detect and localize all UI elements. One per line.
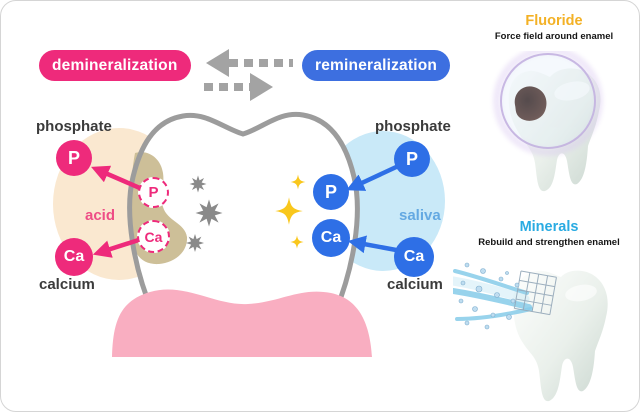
tooth-body [129,114,358,313]
gum [112,289,372,357]
minerals-tooth [512,270,608,402]
tooth-highlight [554,81,590,101]
minerals-tooth-illustration [453,262,608,402]
p-ion-dashed: P [138,177,169,208]
fluoride-subtitle: Force field around enamel [494,31,614,42]
minerals-header: Minerals Rebuild and strengthen enamel [459,219,639,248]
fluoride-header: Fluoride Force field around enamel [469,13,639,42]
p-ion-left: P [56,140,92,176]
mineral-particles [458,262,520,330]
p-ion-inside: P [313,174,349,210]
remineralization-pill: remineralization [302,50,451,81]
phosphate-label-left: phosphate [36,118,112,135]
force-field-circle-icon [500,53,596,149]
ca-ion-right: Ca [394,237,434,277]
ca-ion-inside: Ca [312,219,350,257]
fluoride-title: Fluoride [525,13,583,29]
calcium-label-right: calcium [387,276,443,293]
bacteria-burst-icon [195,199,223,227]
cavity-spot [514,86,547,121]
calcium-label-left: calcium [39,276,95,293]
minerals-subtitle: Rebuild and strengthen enamel [478,237,620,248]
fluoride-tooth-illustration [493,51,603,192]
saliva-label: saliva [399,207,441,224]
phosphate-label-right: phosphate [375,118,451,135]
minerals-title: Minerals [519,219,579,235]
demineralization-pill: demineralization [39,50,191,81]
dashed-arrow-right-icon [204,73,273,101]
ca-ion-dashed: Ca [137,220,170,253]
bacteria-burst-icon [189,175,207,193]
acid-label: acid [85,207,116,224]
p-ion-right: P [394,141,430,177]
force-field-glow [493,51,603,156]
tooth-highlight [565,284,597,302]
ca-ion-left: Ca [55,238,93,276]
bacteria-burst-icon [186,234,204,252]
dashed-arrow-left-icon [206,49,293,77]
mineral-mesh-icon [513,270,557,316]
